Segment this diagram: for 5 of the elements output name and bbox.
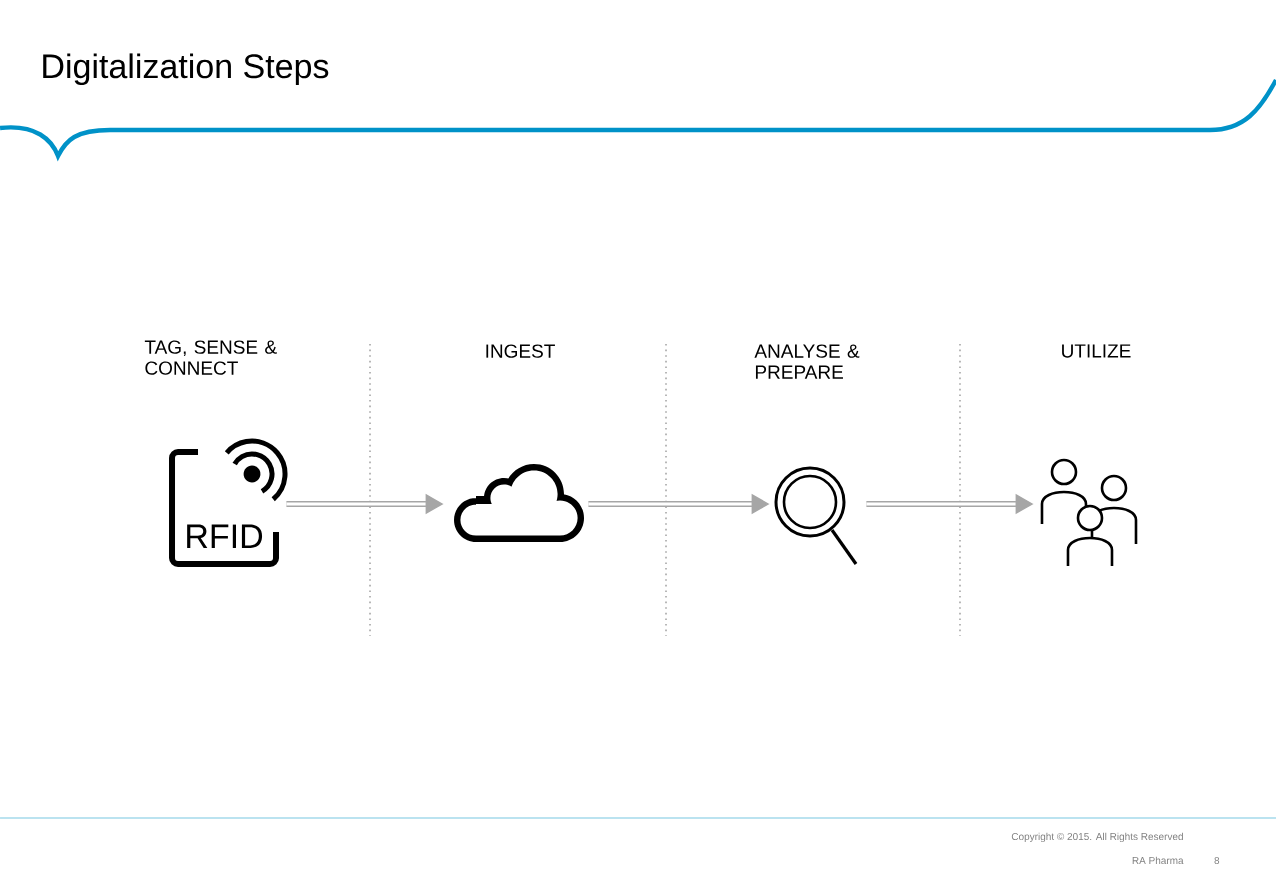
step-heading: TAG, SENSE & CONNECT [144,340,277,375]
step-heading: INGEST [486,344,555,358]
title: Digitalization Steps [43,53,329,86]
step-heading: ANALYSE & PREPARE [754,344,860,379]
step-heading: UTILIZE [1062,344,1131,358]
